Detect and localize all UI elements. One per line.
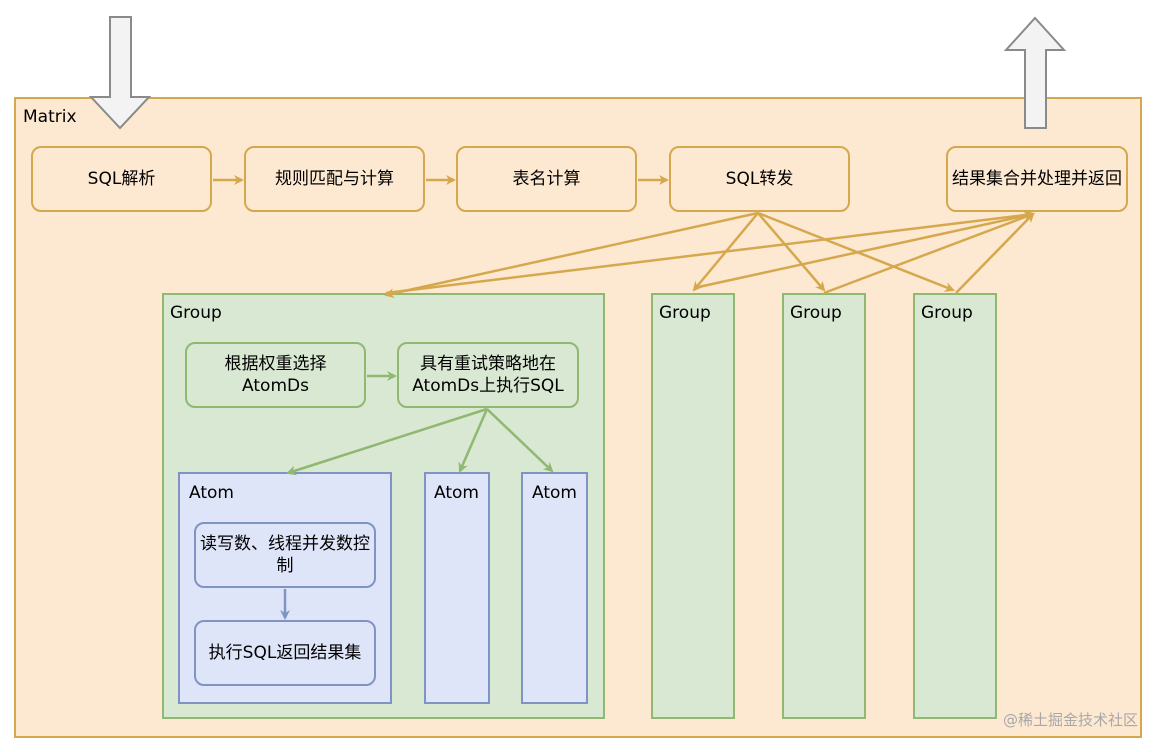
atom-2: Atom: [424, 472, 490, 704]
rule-match-label: 规则匹配与计算: [275, 169, 394, 189]
atom-3: Atom: [521, 472, 588, 704]
select-atomds-label: 根据权重选择AtomDs: [224, 354, 327, 396]
group-3: Group: [782, 293, 866, 719]
rw-control-box: 读写数、线程并发数控制: [194, 522, 376, 588]
group-4-label: Group: [921, 303, 973, 323]
atom-main-label: Atom: [189, 483, 234, 503]
select-atomds-box: 根据权重选择AtomDs: [185, 342, 366, 408]
merge-result-label: 结果集合并处理并返回: [952, 169, 1122, 189]
table-name-box: 表名计算: [456, 146, 637, 212]
group-2: Group: [651, 293, 735, 719]
atom-3-label: Atom: [532, 483, 577, 503]
exec-sql-label: 执行SQL返回结果集: [208, 643, 362, 663]
watermark: @稀土掘金技术社区: [1002, 711, 1138, 729]
atom-2-label: Atom: [434, 483, 479, 503]
group-2-label: Group: [659, 303, 711, 323]
group-main-label: Group: [170, 303, 222, 323]
retry-exec-box: 具有重试策略地在AtomDs上执行SQL: [397, 342, 579, 408]
sql-parse-label: SQL解析: [87, 169, 156, 189]
sql-forward-box: SQL转发: [669, 146, 850, 212]
matrix-label: Matrix: [23, 107, 77, 127]
group-4: Group: [913, 293, 997, 719]
retry-exec-label: 具有重试策略地在AtomDs上执行SQL: [412, 354, 564, 396]
sql-forward-label: SQL转发: [725, 169, 794, 189]
rule-match-box: 规则匹配与计算: [244, 146, 425, 212]
sql-parse-box: SQL解析: [31, 146, 212, 212]
rw-control-label: 读写数、线程并发数控制: [200, 534, 370, 576]
merge-result-box: 结果集合并处理并返回: [946, 146, 1128, 212]
table-name-label: 表名计算: [512, 169, 581, 189]
group-3-label: Group: [790, 303, 842, 323]
exec-sql-box: 执行SQL返回结果集: [194, 620, 376, 686]
